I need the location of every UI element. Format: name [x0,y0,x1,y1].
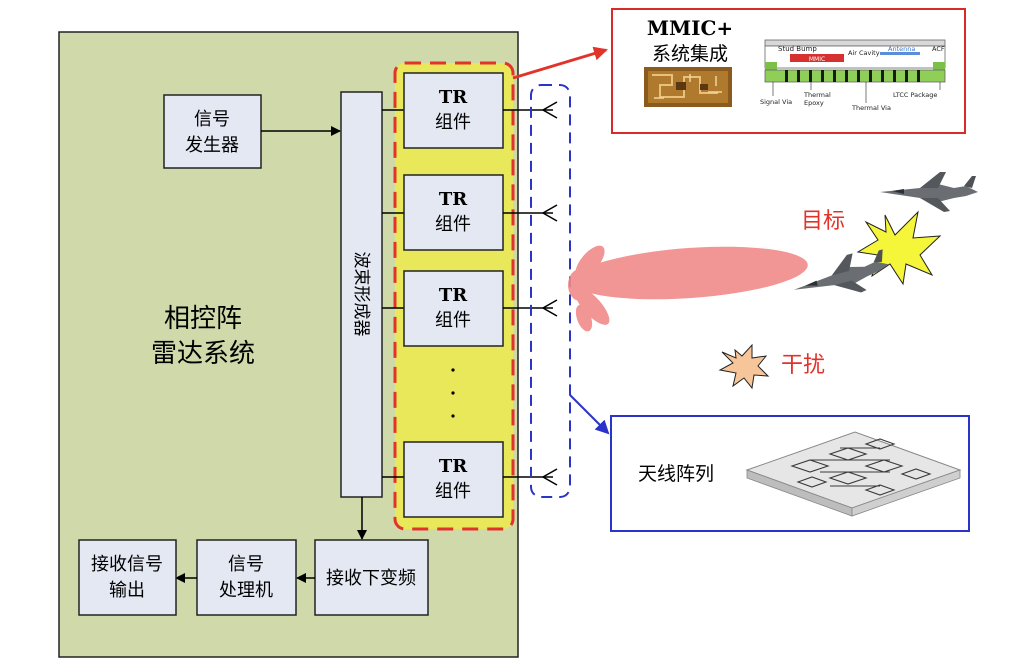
tr-module-title: TR [439,189,468,210]
signal-processor-line2: 处理机 [219,580,273,601]
ellipsis-dots [451,368,455,418]
signal-generator-box [163,94,262,169]
tr-module-label: 组件 [435,481,471,502]
antenna-array-panel: 天线阵列 [610,415,970,532]
mmic-panel: MMIC+ 系统集成 MMIC [611,8,966,134]
thermal-via-label: Thermal Via [851,104,891,112]
jamming-label: 干扰 [781,353,825,378]
tr-module: TR 组件 [403,441,504,518]
signal-processor-box [196,539,297,616]
signal-generator-line1: 信号 [194,109,230,130]
mmic-label: MMIC [809,56,825,63]
tr-module-title: TR [439,285,468,306]
air-cavity-label: Air Cavity [848,49,880,57]
mmic-chip-image [644,67,732,107]
tr-module-title: TR [439,456,468,477]
jamming-burst-icon [718,343,770,390]
receive-output-line1: 接收信号 [91,554,163,575]
tr-module-title: TR [439,87,468,108]
antenna-array-image [745,431,962,517]
beamformer-label: 波束形成器 [351,252,371,337]
radar-beam [568,245,808,332]
stud-bump-label: Stud Bump [778,45,817,53]
acf-label: ACF [932,45,945,53]
radar-system-title-line2: 雷达系统 [151,339,255,369]
arrow-to-antenna-array [569,394,610,435]
receive-output-line2: 输出 [109,580,145,601]
beamformer-box [340,91,383,498]
arrow-to-mmic-panel [512,46,608,80]
tr-module-label: 组件 [435,112,471,133]
mmic-title: MMIC+ [647,16,733,40]
antenna-array-outline [530,84,571,498]
antenna-element [503,299,558,317]
antenna-label: Antenna [888,45,915,53]
tr-module-label: 组件 [435,214,471,235]
fighter-jet-icon [880,172,978,212]
epoxy-label: Epoxy [804,99,824,107]
signal-via-label: Signal Via [760,98,792,106]
antenna-element [503,101,558,119]
antenna-array-label: 天线阵列 [638,463,714,485]
receive-downconverter-label: 接收下变频 [326,568,416,589]
ltcc-package-label: LTCC Package [893,91,937,99]
mmic-subtitle: 系统集成 [652,43,728,65]
tr-module: TR 组件 [403,174,504,251]
tr-module-label: 组件 [435,310,471,331]
ltcc-cross-section: MMIC Stud Bump Air Cavity Antenna ACF Si… [760,39,946,112]
tr-module: TR 组件 [403,270,504,347]
receive-output-box [78,539,177,616]
receive-downconverter-box [314,539,429,616]
target-label: 目标 [801,209,845,234]
antenna-element [503,468,558,486]
signal-generator-line2: 发生器 [185,135,239,156]
thermal-label: Thermal [803,91,831,99]
tr-module: TR 组件 [403,72,504,149]
fighter-jet-icon [794,249,889,293]
signal-processor-line1: 信号 [228,554,264,575]
antenna-element [503,204,558,222]
radar-system-title-line1: 相控阵 [164,304,242,334]
